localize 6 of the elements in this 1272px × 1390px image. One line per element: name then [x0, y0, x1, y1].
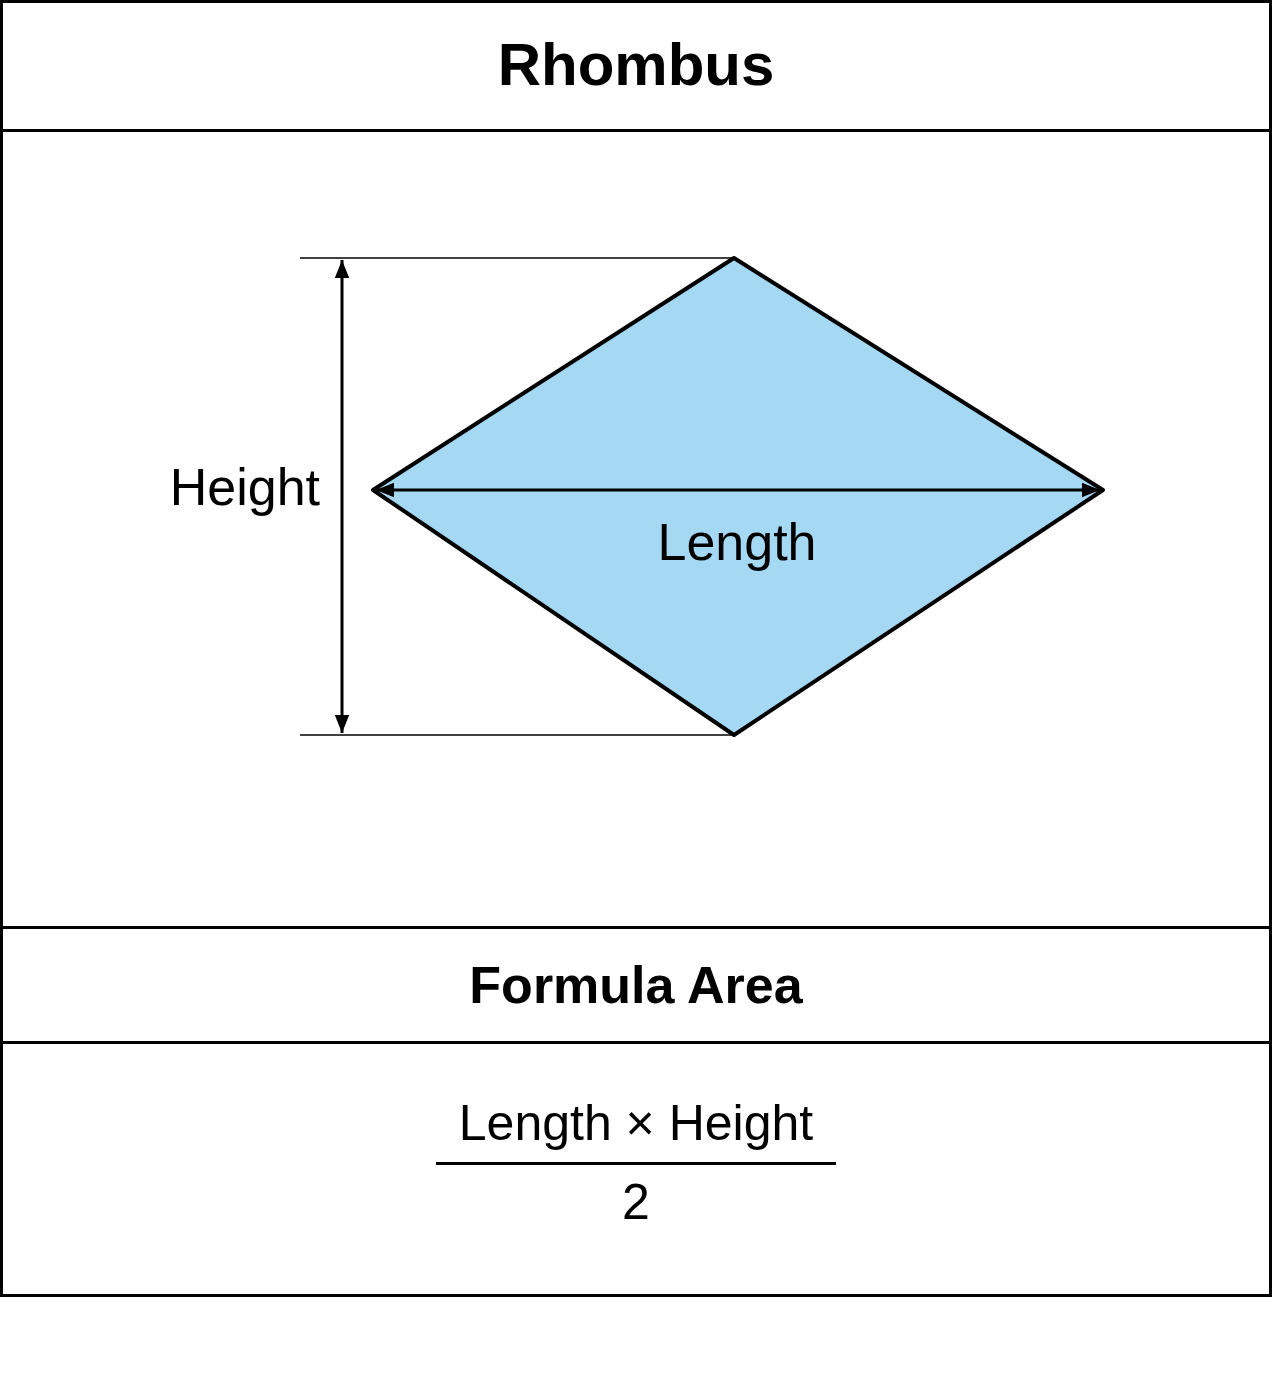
dimension-label: Length [657, 512, 817, 573]
formula-numerator: Length × Height [457, 1094, 815, 1153]
title: Rhombus [497, 30, 775, 100]
section-heading: Formula Area [469, 955, 803, 1016]
formula-denominator: 2 [622, 1173, 650, 1232]
dimension-label: Height [169, 457, 320, 518]
